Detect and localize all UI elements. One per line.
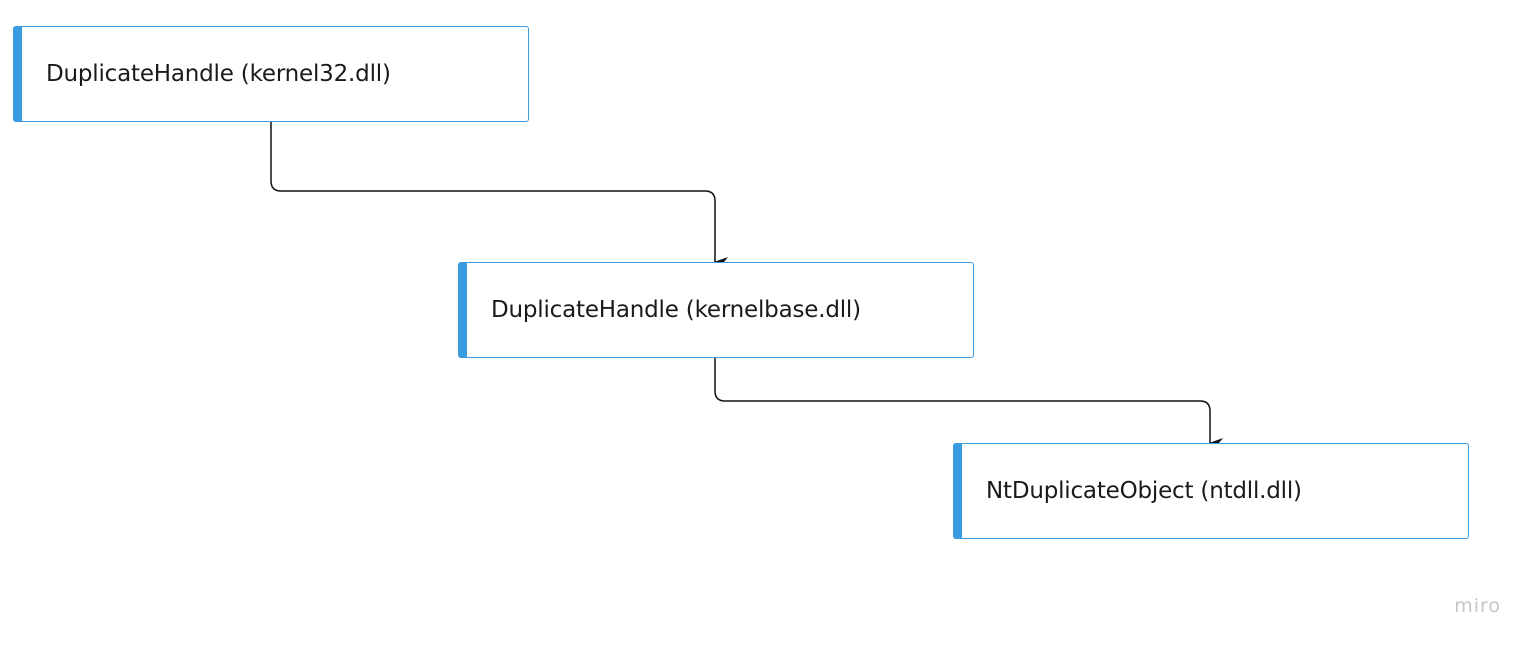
node-label: NtDuplicateObject (ntdll.dll)	[986, 478, 1302, 504]
node-ntduplicateobject-ntdll[interactable]: NtDuplicateObject (ntdll.dll)	[953, 443, 1469, 539]
node-label: DuplicateHandle (kernel32.dll)	[46, 61, 391, 87]
edge-kernel32-to-kernelbase	[270, 122, 728, 267]
miro-watermark: miro	[1454, 595, 1501, 617]
edge-kernelbase-to-ntdll	[714, 358, 1223, 448]
node-duplicatehandle-kernel32[interactable]: DuplicateHandle (kernel32.dll)	[13, 26, 529, 122]
node-duplicatehandle-kernelbase[interactable]: DuplicateHandle (kernelbase.dll)	[458, 262, 974, 358]
node-label: DuplicateHandle (kernelbase.dll)	[491, 297, 861, 323]
